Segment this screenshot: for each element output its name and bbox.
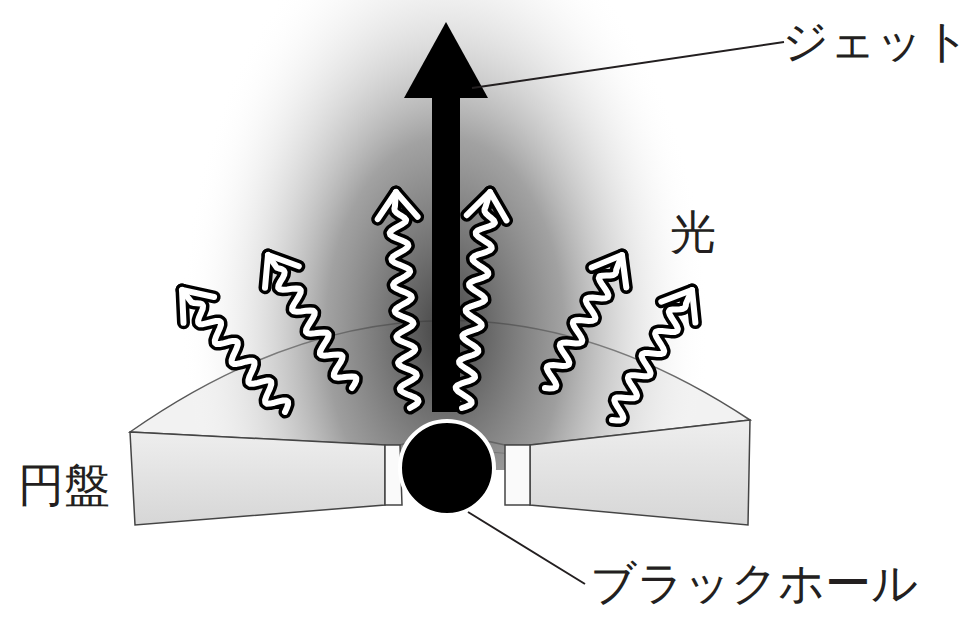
light-wave <box>268 255 356 388</box>
light-wave <box>612 290 692 421</box>
light-wave <box>545 255 622 388</box>
light-arrowhead <box>661 290 695 323</box>
disk-label: 円盤 <box>18 460 110 511</box>
light-wave <box>182 290 288 412</box>
light-wave <box>390 192 419 408</box>
disk-face-left <box>130 432 385 525</box>
light-wave <box>182 290 288 412</box>
light-arrowhead <box>592 255 627 288</box>
light-label: 光 <box>670 207 716 258</box>
light-wave <box>456 192 495 408</box>
black-hole-label: ブラックホール <box>590 558 918 609</box>
jet-label: ジェット <box>782 16 970 67</box>
light-wave <box>612 290 692 421</box>
light-arrowhead <box>661 290 695 323</box>
leader-line <box>468 512 585 584</box>
jet-glow <box>100 0 800 470</box>
light-arrowhead <box>182 290 214 323</box>
light-arrowhead <box>265 255 299 288</box>
light-wave <box>456 192 495 408</box>
light-wave <box>268 255 356 388</box>
disk-face-right <box>530 420 750 525</box>
light-wave <box>390 192 419 408</box>
black-hole <box>400 421 494 515</box>
light-arrowhead <box>467 192 507 220</box>
leader-line <box>472 42 784 88</box>
light-arrowhead <box>378 192 418 219</box>
light-wave <box>545 255 622 388</box>
light-arrowhead <box>592 255 627 288</box>
disk-inner-right <box>505 445 530 505</box>
